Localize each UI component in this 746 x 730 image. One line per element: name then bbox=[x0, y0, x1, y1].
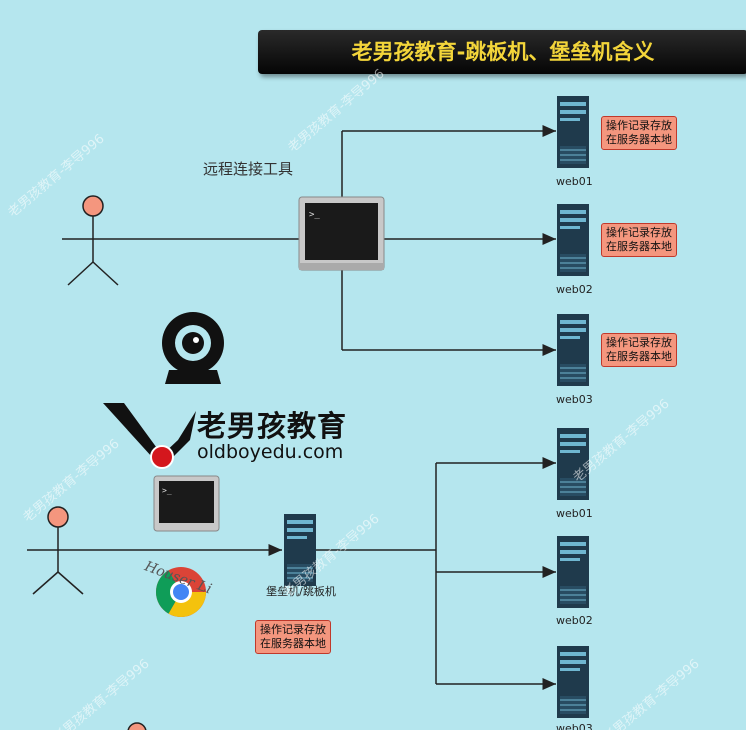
server-bastion bbox=[284, 514, 316, 586]
note-bastion: 操作记录存放 在服务器本地 bbox=[255, 620, 331, 654]
note-web03-top: 操作记录存放 在服务器本地 bbox=[601, 333, 677, 367]
person-icon-bottom bbox=[27, 506, 89, 595]
terminal-icon: >_ bbox=[298, 196, 385, 271]
person-icon-partial bbox=[127, 722, 147, 730]
chrome-icon bbox=[156, 567, 206, 617]
server-web01-top bbox=[557, 96, 589, 168]
server-web03-bottom bbox=[557, 646, 589, 718]
note-web02-top: 操作记录存放 在服务器本地 bbox=[601, 223, 677, 257]
brand-name: 老男孩教育 bbox=[197, 409, 348, 443]
page-title: 老男孩教育-跳板机、堡垒机含义 bbox=[258, 30, 746, 74]
server-label-web03-bottom: web03 bbox=[556, 722, 593, 730]
server-label-web01-top: web01 bbox=[556, 175, 593, 188]
person-icon-top bbox=[62, 195, 124, 286]
svg-text:>_: >_ bbox=[309, 210, 320, 220]
oldboy-logo bbox=[103, 403, 196, 469]
connection-tool-label: 远程连接工具 bbox=[203, 160, 294, 178]
server-web02-top bbox=[557, 204, 589, 276]
server-web02-bottom bbox=[557, 536, 589, 608]
server-label-web02-top: web02 bbox=[556, 283, 593, 296]
bastion-label: 堡垒机/跳板机 bbox=[266, 585, 336, 598]
terminal-icon-small: >_ bbox=[153, 475, 220, 532]
server-web03-top bbox=[557, 314, 589, 386]
webcam-icon bbox=[162, 312, 224, 384]
brand-url: oldboyedu.com bbox=[197, 441, 344, 463]
svg-text:>_: >_ bbox=[162, 486, 172, 495]
server-web01-bottom bbox=[557, 428, 589, 500]
server-label-web03-top: web03 bbox=[556, 393, 593, 406]
server-label-web01-bottom: web01 bbox=[556, 507, 593, 520]
note-web01-top: 操作记录存放 在服务器本地 bbox=[601, 116, 677, 150]
server-label-web02-bottom: web02 bbox=[556, 614, 593, 627]
